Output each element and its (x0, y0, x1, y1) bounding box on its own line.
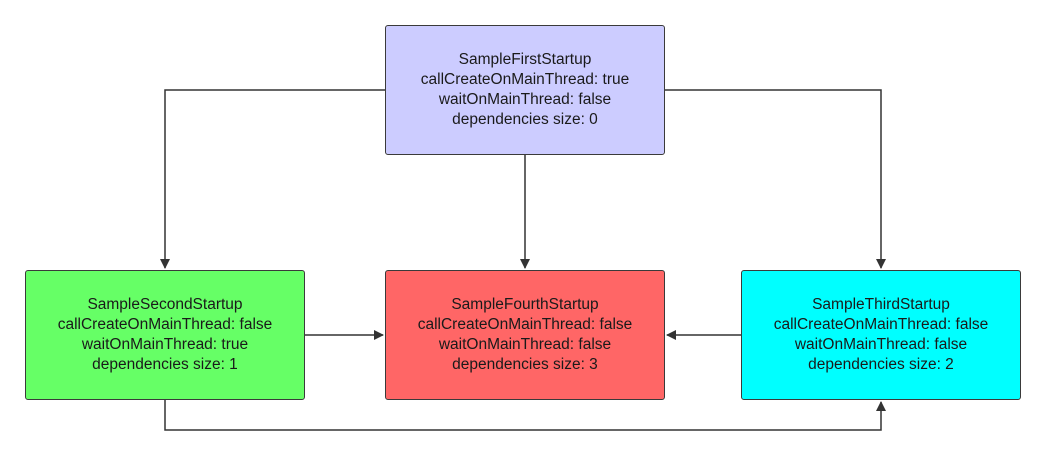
node-sample-second-startup: SampleSecondStartup callCreateOnMainThre… (25, 270, 305, 400)
node-create-flag: callCreateOnMainThread: true (420, 71, 630, 88)
node-dependencies: dependencies size: 3 (452, 356, 598, 373)
node-wait-flag: waitOnMainThread: false (794, 336, 968, 353)
node-sample-first-startup: SampleFirstStartup callCreateOnMainThrea… (385, 25, 665, 155)
node-sample-fourth-startup: SampleFourthStartup callCreateOnMainThre… (385, 270, 665, 400)
node-title: SampleFourthStartup (451, 296, 599, 313)
node-create-flag: callCreateOnMainThread: false (773, 316, 989, 333)
node-create-flag: callCreateOnMainThread: false (417, 316, 633, 333)
node-wait-flag: waitOnMainThread: false (438, 91, 612, 108)
edge-first-to-second (160, 89, 385, 269)
node-dependencies: dependencies size: 0 (452, 111, 598, 128)
node-wait-flag: waitOnMainThread: true (81, 336, 249, 353)
node-create-flag: callCreateOnMainThread: false (57, 316, 273, 333)
node-sample-third-startup: SampleThirdStartup callCreateOnMainThrea… (741, 270, 1021, 400)
edge-second-to-third (164, 400, 886, 431)
node-title: SampleFirstStartup (458, 51, 592, 68)
node-dependencies: dependencies size: 2 (808, 356, 954, 373)
node-title: SampleSecondStartup (87, 296, 243, 313)
node-wait-flag: waitOnMainThread: false (438, 336, 612, 353)
node-dependencies: dependencies size: 1 (92, 356, 238, 373)
node-title: SampleThirdStartup (812, 296, 950, 313)
edge-first-to-third (665, 89, 886, 269)
